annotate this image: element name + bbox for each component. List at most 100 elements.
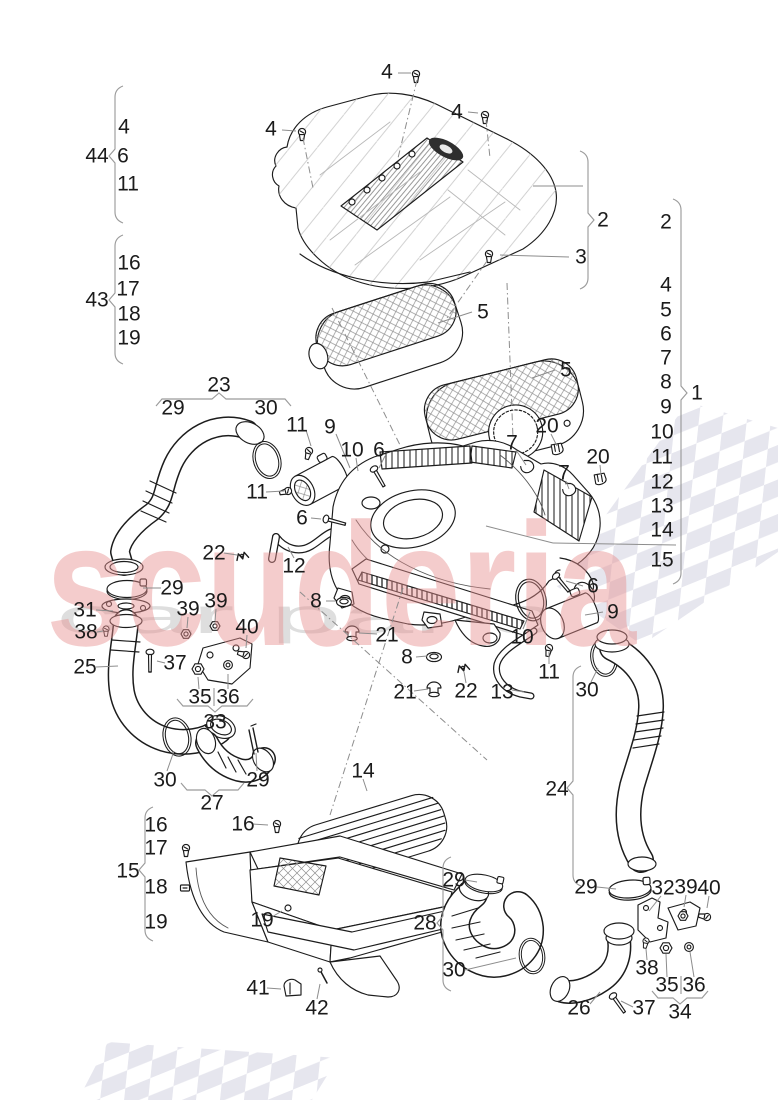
bracket xyxy=(138,806,154,942)
leader-line xyxy=(584,611,604,616)
leader-line xyxy=(550,433,558,447)
bracket-33 xyxy=(197,637,253,685)
leader-line xyxy=(265,490,285,493)
flange-31 xyxy=(101,598,151,614)
bracket xyxy=(155,392,292,407)
leader-line xyxy=(362,778,368,792)
intake-pipe-25 xyxy=(107,609,236,755)
leader-line xyxy=(335,433,351,469)
leader-line xyxy=(596,886,617,890)
maf-sensor-housing-9 xyxy=(289,452,349,506)
air-filter-element-bottom xyxy=(423,358,585,468)
leader-line xyxy=(463,671,467,684)
leader-line xyxy=(255,752,258,772)
leader-line xyxy=(305,429,312,447)
leader-line xyxy=(648,895,662,912)
leader-line xyxy=(511,689,525,693)
bracket xyxy=(176,698,254,713)
vent-hose-13 xyxy=(493,627,538,700)
leader-line xyxy=(245,634,248,649)
leader-line xyxy=(413,688,429,692)
leader-line xyxy=(565,580,584,587)
air-cleaner-housing xyxy=(328,439,601,647)
leader-line xyxy=(223,552,238,556)
leader-line xyxy=(645,948,648,961)
leader-line xyxy=(96,630,104,633)
leader-line xyxy=(531,369,556,379)
leader-line xyxy=(269,910,283,919)
bracket xyxy=(180,782,245,797)
leader-line xyxy=(281,129,297,132)
construction-line xyxy=(331,307,401,446)
leader-line xyxy=(599,464,602,476)
checkered-flag-bottom xyxy=(78,1042,338,1100)
retaining-pin-29 xyxy=(248,723,259,755)
engine-cover xyxy=(271,92,557,290)
leader-line xyxy=(166,750,175,772)
bracket xyxy=(651,990,709,1005)
construction-line xyxy=(299,591,488,761)
pin-42 xyxy=(317,967,328,984)
leader-line xyxy=(310,517,322,520)
bracket xyxy=(566,665,582,887)
bracket xyxy=(436,856,452,992)
leader-line xyxy=(552,542,677,546)
leader-line xyxy=(565,480,570,490)
leader-line xyxy=(378,455,386,469)
leader-line xyxy=(467,111,479,114)
leader-line xyxy=(464,879,478,883)
leader-line xyxy=(415,655,428,658)
bracket xyxy=(579,150,595,290)
leader-line xyxy=(589,991,601,1005)
leader-line xyxy=(266,987,282,990)
leader-line xyxy=(515,449,527,466)
leader-line xyxy=(464,957,517,971)
intake-tube-23 xyxy=(104,416,265,576)
brand-badge-icon xyxy=(428,137,464,161)
leader-line xyxy=(156,660,166,664)
leader-line xyxy=(197,676,200,690)
leader-line xyxy=(485,525,554,544)
leader-line xyxy=(665,953,668,978)
leader-line xyxy=(186,616,189,629)
leader-line xyxy=(683,894,687,908)
watermark-title: scuderia xyxy=(46,488,637,683)
leader-line xyxy=(689,951,695,978)
intake-pipe-24 xyxy=(594,629,665,873)
leader-line xyxy=(252,823,269,826)
construction-line xyxy=(329,587,404,816)
fastener-19 xyxy=(284,904,292,912)
leader-line xyxy=(287,546,295,559)
leader-line xyxy=(95,665,119,668)
construction-line xyxy=(485,119,491,159)
leader-line xyxy=(358,632,378,635)
leader-line xyxy=(590,667,599,683)
bracket xyxy=(108,85,124,224)
maf-sensor-housing-9 xyxy=(540,587,600,640)
elbow-26 xyxy=(549,922,635,1004)
air-duct-assembly-15 xyxy=(185,835,465,998)
construction-line xyxy=(446,260,488,319)
air-filter-element-top xyxy=(308,282,464,390)
leader-line xyxy=(95,609,114,612)
bracket xyxy=(108,234,124,365)
leader-line xyxy=(499,254,570,258)
leader-line xyxy=(706,895,710,909)
clamp-41 xyxy=(283,978,302,997)
leader-line xyxy=(437,311,473,324)
elbow-27 xyxy=(195,727,276,783)
construction-line xyxy=(506,282,514,439)
leader-line xyxy=(355,457,359,472)
leader-line xyxy=(522,611,531,630)
checkered-flag xyxy=(555,402,778,645)
bracket xyxy=(672,198,688,585)
construction-line xyxy=(302,137,314,189)
construction-line xyxy=(397,79,418,159)
leader-line xyxy=(316,983,321,1000)
leader-line xyxy=(620,1000,634,1008)
leader-line xyxy=(214,608,217,622)
